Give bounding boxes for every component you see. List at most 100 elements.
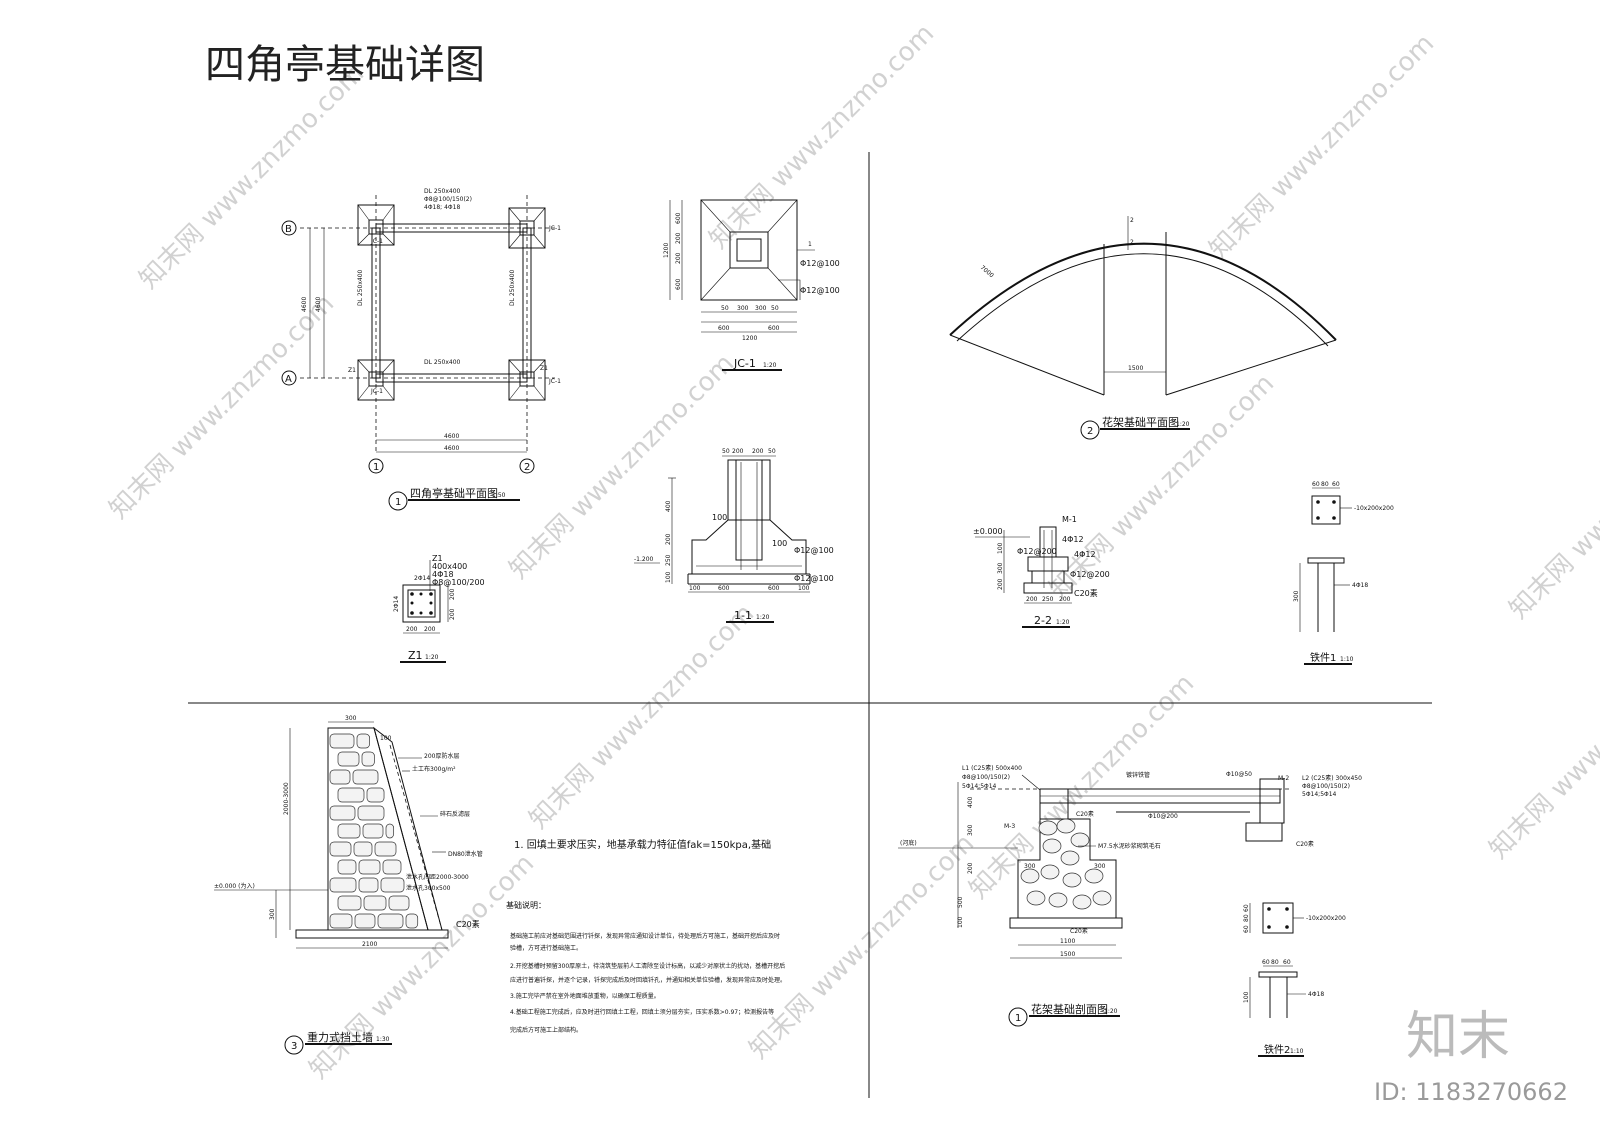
beam-rebar-top-2: 4Φ18; 4Φ18 <box>424 204 460 211</box>
wall-stones <box>329 733 419 929</box>
wall-dim-h1: 2000-3000 <box>283 782 290 815</box>
pergola-plan-caption-scale: 1:20 <box>1176 421 1190 428</box>
sec11-caption: 1-1 <box>734 609 752 622</box>
sec11-note-1: 100 <box>712 513 727 522</box>
beam-label-right: DL 250x400 <box>509 269 516 306</box>
pergola-dim: 1500 <box>1128 365 1143 372</box>
z1-label-5: 2Φ14 <box>414 575 430 582</box>
watermark-text: 知末网 www.znzmo.com <box>704 19 940 255</box>
sec22-caption-scale: 1:20 <box>1056 619 1070 626</box>
wall-c20: C20素 <box>456 919 480 929</box>
sec-dim-l5: 100 <box>957 916 964 928</box>
rubble-stone <box>1048 892 1068 908</box>
wall-stone <box>329 841 352 857</box>
rubble-stone <box>1062 872 1082 888</box>
rubble-stone <box>1042 838 1062 854</box>
rubble-stone <box>1026 890 1046 906</box>
pj1-dim-3: 60 <box>1332 481 1340 488</box>
c20-a: C20素 <box>1076 810 1094 818</box>
sec11-dim-top-1: 50 <box>722 448 730 455</box>
rubble-stone <box>1056 818 1076 834</box>
wall-caption-num: 3 <box>291 1041 297 1052</box>
wall-stone <box>356 733 370 749</box>
notes-heading: 基础说明： <box>506 900 546 910</box>
sec-dim-b2: 1500 <box>1060 951 1075 958</box>
wall-stone <box>329 805 356 821</box>
z1-dim-b2: 200 <box>424 626 436 633</box>
rebar-a: Φ10@50 <box>1226 771 1252 778</box>
wall-stone <box>358 877 379 893</box>
rebar-b: Φ10@200 <box>1148 813 1178 820</box>
l1-label: L1 (C25素) 500x400 <box>962 764 1022 772</box>
sec-dim-m2: 300 <box>1094 863 1106 870</box>
wall-note-6: 泄水孔300x500 <box>406 884 451 892</box>
sec-dim-l2: 300 <box>967 824 974 836</box>
jc1-dim-left-total: 1200 <box>663 243 670 258</box>
jc1-dim-bottom-4: 50 <box>771 305 779 312</box>
pergola-section-caption-scale: 1:20 <box>1104 1008 1118 1015</box>
wall-stone <box>362 823 384 839</box>
axis-1-label: 1 <box>373 462 379 473</box>
notes-p4b: 完成后方可施工上部结构。 <box>510 1026 582 1034</box>
mid-note: M7.5水泥砂浆砌筑毛石 <box>1098 842 1161 850</box>
wall-stone <box>382 859 402 875</box>
jc1-rebar-1: Φ12@100 <box>800 259 840 268</box>
m2-label: M-2 <box>1278 775 1289 782</box>
sec11-dim-h3: 250 <box>665 554 672 566</box>
pj1-bar-label: 4Φ18 <box>1352 582 1368 589</box>
pergola-foundation-plan: 1500 7000 2 2 2 花架基础平面图 1:20 <box>949 216 1337 440</box>
sec-dim-b1: 1100 <box>1060 938 1075 945</box>
notes-p2b: 应进行普遍钎探，并逐个记录，钎探完成后及时回填钎孔，并通知相关单位验槽，发现异常… <box>510 976 786 984</box>
water-label: (河底) <box>900 839 917 847</box>
jc1-dim-bottom-2: 300 <box>737 305 749 312</box>
wall-dim-top: 300 <box>345 715 357 722</box>
z1-detail: Z1 400x400 4Φ18 Φ8@100/200 2Φ14 2Φ14 200… <box>393 554 485 663</box>
wall-note-4: DN80泄水管 <box>448 850 483 858</box>
sec22-r4: Φ12@200 <box>1070 570 1110 579</box>
z1-caption: Z1 <box>408 649 423 662</box>
l2-label: L2 (C25素) 300x450 <box>1302 774 1362 782</box>
pj2-dim-3: 60 <box>1243 925 1250 933</box>
wall-stone <box>385 823 395 839</box>
wall-dim-top-2: 100 <box>380 735 392 742</box>
pj1-plate-label: -10x200x200 <box>1354 505 1394 512</box>
footing-jc1-tr <box>508 207 546 249</box>
z1-dim-b1: 200 <box>406 626 418 633</box>
jc-label-br: JC-1 <box>548 378 561 385</box>
watermark-text: 知末网 www.znzmo.com <box>964 669 1200 905</box>
wall-stone <box>366 787 385 803</box>
jc1-dim-left-2: 200 <box>675 232 682 244</box>
notes-p1: 基础施工前应对基础范围进行钎探，发现异常应通知设计单位，待处理后方可施工，基础开… <box>510 932 780 940</box>
wall-stone <box>405 913 419 929</box>
sec22-dim-l3: 200 <box>997 578 1004 590</box>
rubble-stone <box>1072 894 1092 910</box>
wall-stone <box>374 841 397 857</box>
watermark-text: 知末网 www.znzmo.com <box>1484 629 1600 865</box>
top-note: 镀锌铁管 <box>1126 771 1150 779</box>
footing-jc1-bl <box>357 359 395 401</box>
sec11-dim-b1: 100 <box>689 585 701 592</box>
wall-stone <box>337 823 361 839</box>
wall-caption: 重力式挡土墙 <box>307 1030 373 1044</box>
pj1-dim-len: 300 <box>1293 590 1300 602</box>
wall-stone <box>329 877 357 893</box>
jc1-dim-bottom-3: 300 <box>755 305 767 312</box>
z1-label-3: 4Φ18 <box>432 570 454 579</box>
sec11-dim-h1: 400 <box>665 500 672 512</box>
plan-dim-v2: 4600 <box>315 297 322 312</box>
wall-stone <box>329 733 355 749</box>
sec11-dim-top-3: 200 <box>752 448 764 455</box>
sec22-dim-b1: 200 <box>1026 596 1038 603</box>
pj2-dim-len: 100 <box>1243 991 1250 1003</box>
plan-dim-v1: 4600 <box>301 297 308 312</box>
jc1-caption-scale: 1:20 <box>763 362 777 369</box>
jc-label-tl: JC-1 <box>370 238 383 245</box>
wall-note-1: 200厚防水层 <box>424 752 459 760</box>
jc1-dim-left-1: 600 <box>675 212 682 224</box>
pergola-cut-mark-1: 2 <box>1130 217 1134 224</box>
jc1-dim-bottom2-1: 600 <box>718 325 730 332</box>
wall-stone <box>388 895 410 911</box>
sec22-r2: Φ12@200 <box>1017 547 1057 556</box>
rubble-stone <box>1070 832 1090 848</box>
